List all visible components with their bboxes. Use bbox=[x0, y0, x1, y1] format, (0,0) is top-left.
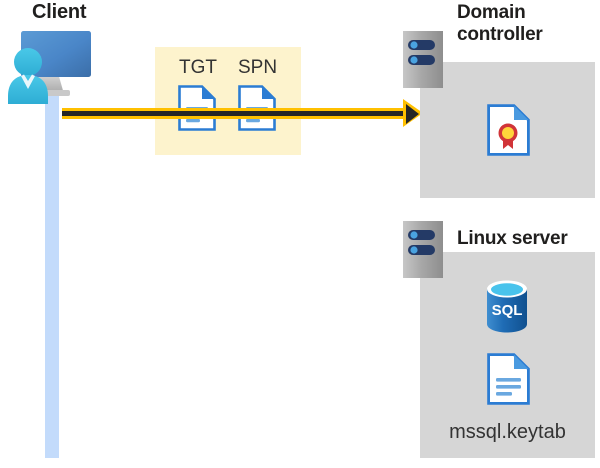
server-rack-icon bbox=[403, 31, 443, 88]
sql-database-icon: SQL bbox=[483, 279, 531, 334]
svg-text:SQL: SQL bbox=[492, 302, 523, 319]
flow-arrow-shaft bbox=[62, 111, 414, 116]
tgt-label: TGT bbox=[179, 57, 217, 78]
domain-controller-title: Domain controller bbox=[457, 2, 543, 46]
spn-label: SPN bbox=[238, 57, 278, 78]
client-title: Client bbox=[32, 1, 87, 23]
linux-server-title: Linux server bbox=[457, 228, 568, 249]
keytab-document-icon bbox=[487, 353, 530, 405]
keytab-file-label: mssql.keytab bbox=[449, 421, 566, 443]
certificate-document-icon bbox=[487, 104, 530, 156]
server-rack-icon bbox=[403, 221, 443, 278]
ticket-highlight-box bbox=[155, 47, 301, 155]
flow-arrow-head bbox=[406, 103, 419, 124]
client-user-computer-icon bbox=[6, 26, 92, 104]
client-lifeline-bar bbox=[45, 92, 59, 458]
